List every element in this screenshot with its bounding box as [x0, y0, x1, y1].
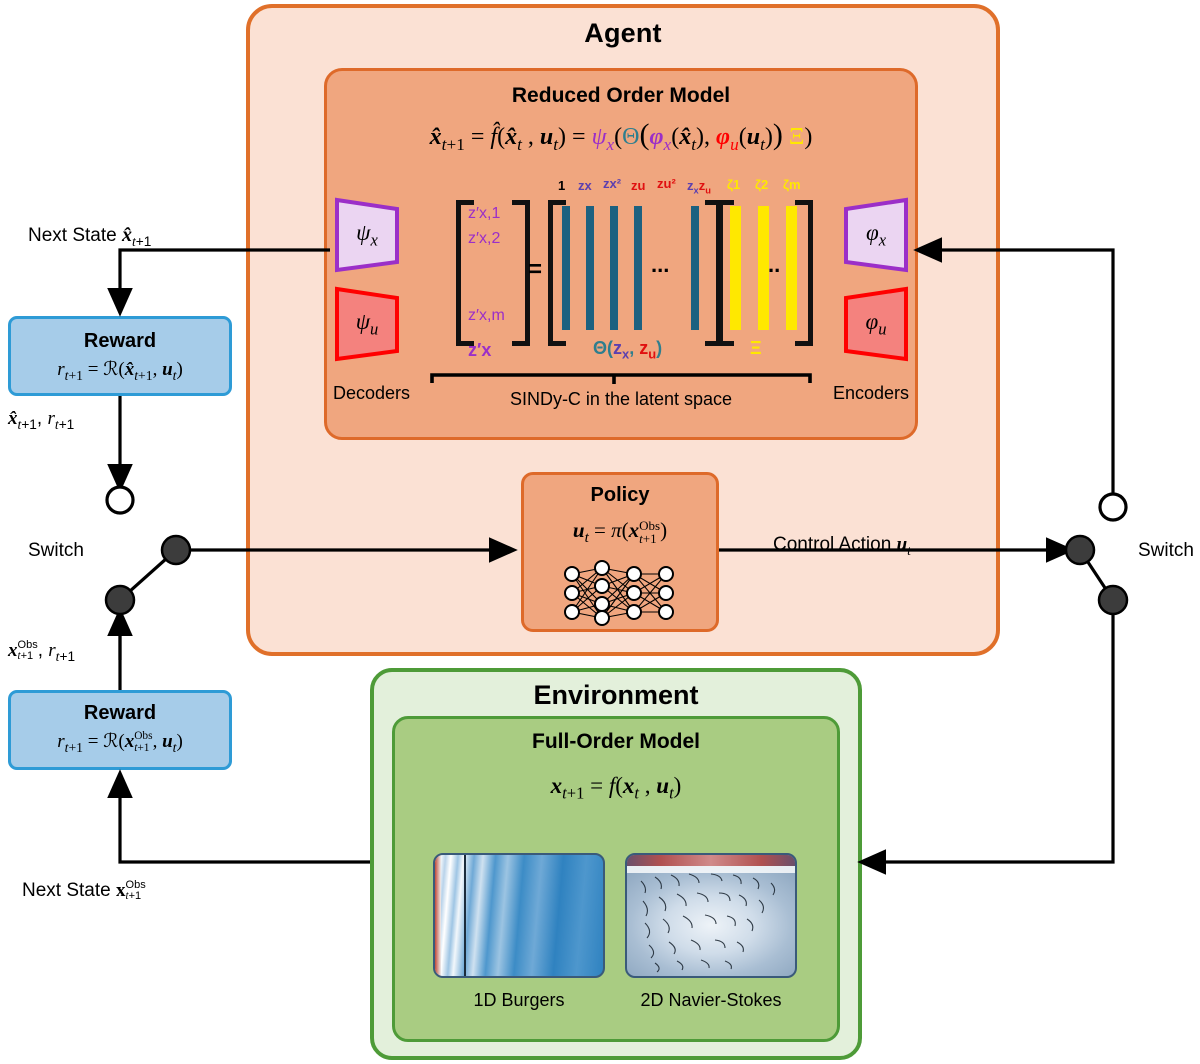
matrix-xi-column-m: [786, 206, 797, 330]
matrix-lhs-entry-1: z′x,1: [468, 205, 501, 222]
matrix-xi-column-1: [730, 206, 741, 330]
label-hat-state-reward-pair: x̂t+1, rt+1: [8, 408, 75, 432]
reward-predicted-panel: [8, 316, 232, 396]
reward-predicted-title: Reward: [83, 330, 157, 352]
decoder-psi-x[interactable]: ψx: [334, 196, 400, 274]
matrix-theta-column-zxzu: [691, 206, 699, 330]
burgers-sim-thumbnail: [433, 853, 605, 978]
matrix-theta-header-zxzu: zxzu: [687, 178, 711, 196]
switch-left-lower-node: [104, 584, 136, 616]
matrix-theta-column-zx2: [610, 206, 618, 330]
matrix-lhs-bracket-left: [456, 200, 474, 346]
matrix-theta-column-1: [562, 206, 570, 330]
matrix-lhs-entry-2: z′x,2: [468, 230, 501, 247]
switch-left-upper-node: [160, 534, 192, 566]
label-switch-left: Switch: [28, 540, 84, 561]
matrix-theta-ellipsis: ...: [651, 252, 670, 277]
matrix-theta-label: Θ(zx, zu): [593, 338, 663, 362]
label-control-action: Control Action ut: [773, 534, 911, 558]
decoders-label: Decoders: [333, 383, 411, 403]
reduced-order-model-equation: x̂t+1 = f̂(x̂t , ut) = ψx(Θ(φx(x̂t), φu(…: [429, 118, 813, 154]
matrix-theta-header-1: 1: [558, 178, 566, 193]
matrix-lhs-label: z′x: [468, 340, 492, 360]
label-switch-right: Switch: [1138, 540, 1194, 561]
navier-stokes-sim-thumbnail: [625, 853, 797, 978]
label-next-state-hat: Next State x̂t+1: [28, 224, 152, 249]
agent-title: Agent: [584, 18, 662, 48]
encoder-phi-x[interactable]: φx: [843, 196, 909, 274]
switch-left-open-terminal: [105, 485, 135, 515]
decoder-psi-u[interactable]: ψu: [334, 285, 400, 363]
switch-right-open-terminal: [1098, 492, 1128, 522]
matrix-xi-bracket-right: [795, 200, 813, 346]
policy-panel: [521, 472, 719, 632]
matrix-xi-bracket-left: [716, 200, 734, 346]
matrix-xi-header-m: ζm: [783, 177, 801, 192]
matrix-theta-column-zu: [634, 206, 642, 330]
matrix-xi-header-2: ζ2: [755, 177, 769, 192]
switch-right-upper-node: [1064, 534, 1096, 566]
matrix-xi-label: Ξ: [750, 338, 762, 358]
matrix-equals-sign: =: [528, 256, 543, 283]
matrix-theta-header-zu2: zu²: [657, 176, 676, 191]
matrix-theta-header-zx: zx: [578, 178, 592, 193]
reward-predicted-equation: rt+1 = ℛ(x̂t+1, ut): [57, 359, 183, 383]
matrix-xi-header-1: ζ1: [727, 177, 741, 192]
switch-right-lower-node: [1097, 584, 1129, 616]
navier-stokes-sim-label: 2D Navier-Stokes: [640, 990, 782, 1010]
matrix-theta-bracket-left: [548, 200, 566, 346]
encoder-phi-u[interactable]: φu: [843, 285, 909, 363]
matrix-theta-header-zx2: zx²: [603, 176, 622, 191]
sindy-bracket-label: SINDy-C in the latent space: [509, 389, 733, 409]
matrix-theta-column-zx: [586, 206, 594, 330]
reduced-order-model-title: Reduced Order Model: [511, 84, 731, 107]
matrix-lhs-entry-m: z′x,m: [468, 307, 505, 324]
matrix-theta-header-zu: zu: [631, 178, 646, 193]
matrix-xi-column-2: [758, 206, 769, 330]
full-order-model-equation: xt+1 = f(xt , ut): [550, 773, 682, 803]
encoders-label: Encoders: [833, 383, 910, 403]
matrix-lhs-bracket-right: [512, 200, 530, 346]
environment-title: Environment: [533, 680, 699, 710]
neural-network-icon: [564, 560, 674, 626]
full-order-model-title: Full-Order Model: [532, 730, 700, 753]
reward-observed-panel: [8, 690, 232, 770]
matrix-xi-ellipsis: ..: [768, 252, 781, 277]
burgers-sim-label: 1D Burgers: [473, 990, 565, 1010]
reward-observed-title: Reward: [83, 702, 157, 724]
policy-title: Policy: [590, 484, 650, 506]
